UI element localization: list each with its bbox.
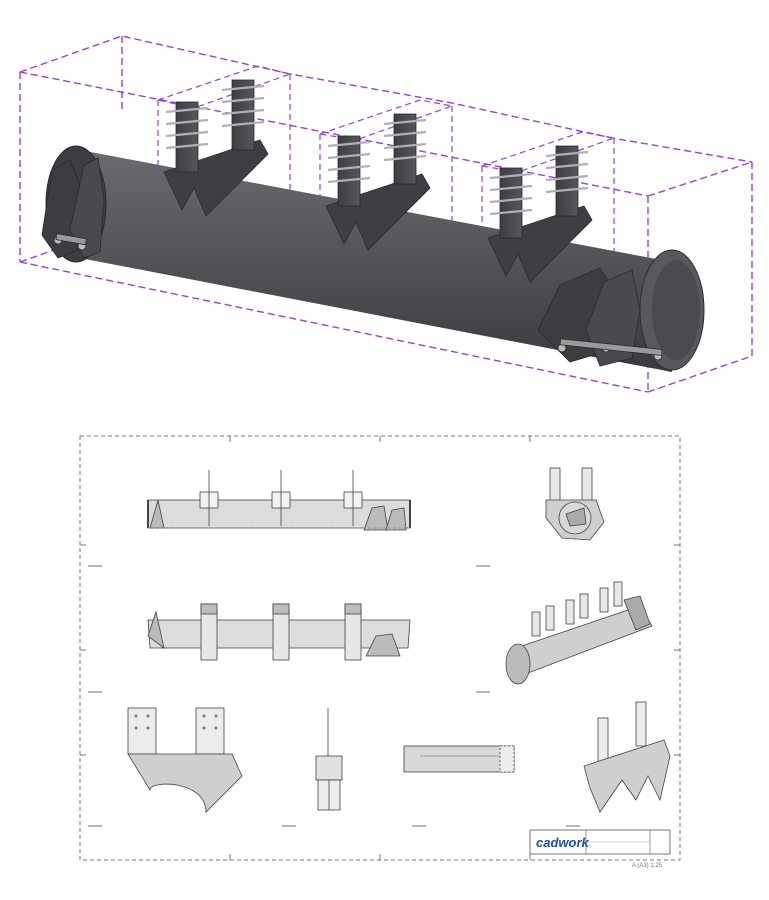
bolt <box>489 172 533 180</box>
bolt <box>327 176 371 184</box>
view-end-section <box>545 467 605 541</box>
bolt <box>165 142 209 150</box>
sheet-frame-ticks <box>80 436 680 860</box>
bolt <box>489 184 533 192</box>
bolt <box>165 106 209 114</box>
bolt <box>545 186 589 194</box>
cadwork-logo: cadwork <box>536 835 590 850</box>
bolt <box>383 142 427 150</box>
bolt <box>383 118 427 126</box>
view-tube-piece <box>403 745 515 773</box>
view-plan <box>147 603 411 661</box>
bolt <box>221 120 265 128</box>
view-bracket-isometric <box>583 701 671 813</box>
view-section-small <box>315 708 343 811</box>
bracket-1 <box>163 79 269 217</box>
bolt <box>165 130 209 138</box>
bolt <box>165 118 209 126</box>
view-elevation-top <box>147 470 411 531</box>
bolt <box>489 208 533 216</box>
bolt <box>221 84 265 92</box>
isometric-model-view <box>19 35 753 393</box>
bracket-2 <box>325 113 431 251</box>
view-bracket-front <box>127 707 243 813</box>
bolt <box>327 164 371 172</box>
bolt <box>545 162 589 170</box>
bolt <box>221 108 265 116</box>
view-isometric-small <box>505 581 653 685</box>
bolt <box>545 150 589 158</box>
bolt <box>383 154 427 162</box>
bracket-group <box>163 79 593 283</box>
bracket-3 <box>487 145 593 283</box>
bolt <box>221 96 265 104</box>
right-end-clevis <box>537 267 663 367</box>
view-label-marks <box>88 565 580 827</box>
bolt <box>489 196 533 204</box>
bolt <box>545 174 589 182</box>
handwritten-scale-note: A (A3) 1:25 <box>632 863 663 869</box>
left-end-clevis <box>41 157 105 259</box>
bolt <box>327 152 371 160</box>
bolt <box>327 140 371 148</box>
title-block: cadwork <box>529 829 671 855</box>
bolt <box>383 130 427 138</box>
